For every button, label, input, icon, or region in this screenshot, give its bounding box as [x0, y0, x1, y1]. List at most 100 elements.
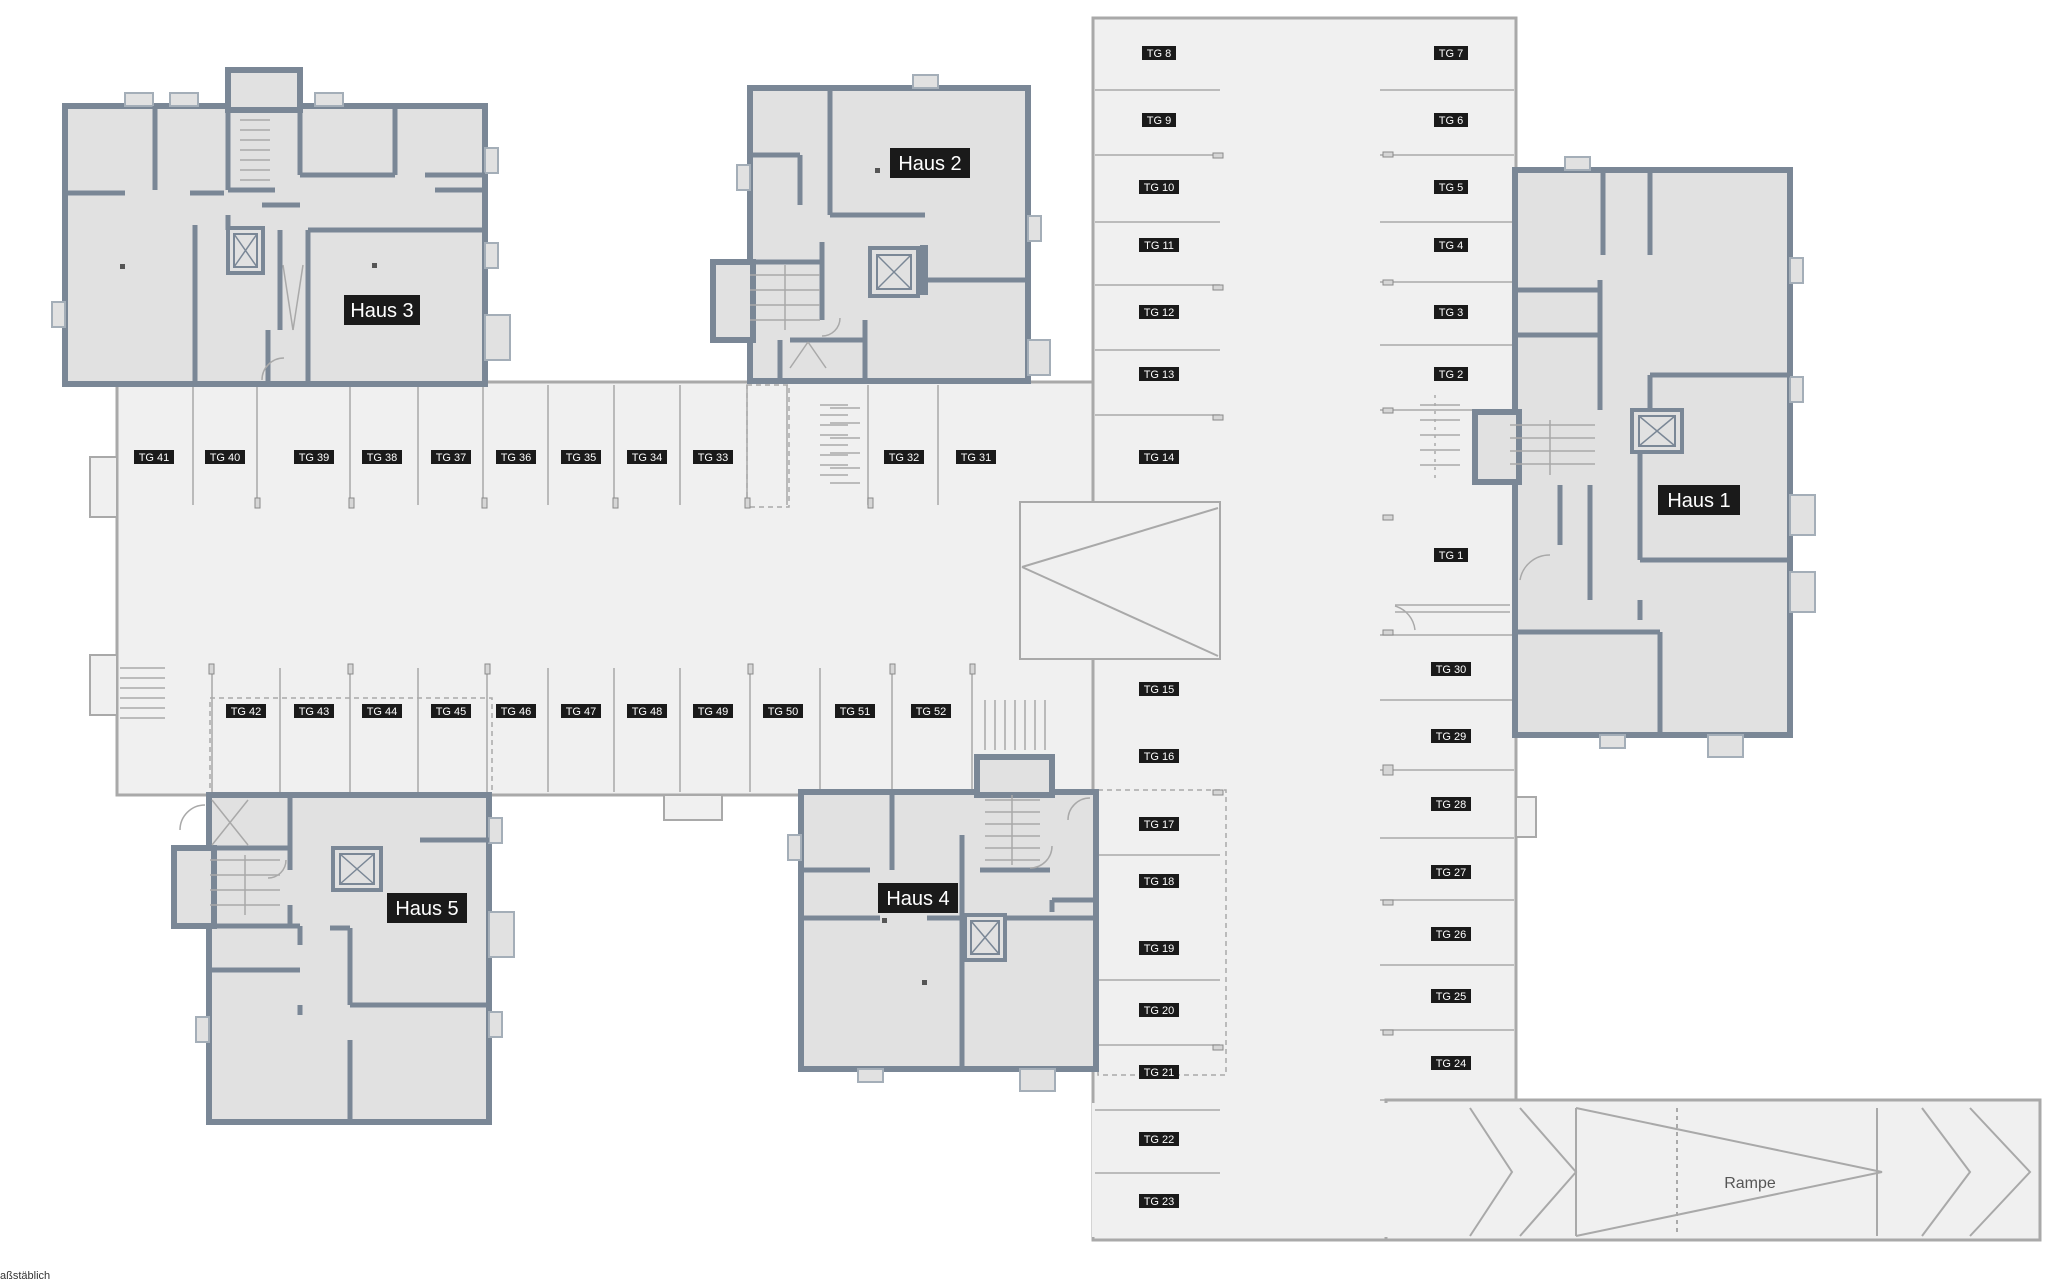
svg-text:TG 42: TG 42	[231, 706, 262, 718]
haus-1-label: Haus 1	[1667, 490, 1730, 512]
svg-text:TG 15: TG 15	[1144, 684, 1175, 696]
parking-label: TG 27	[1431, 865, 1471, 879]
parking-label: TG 3	[1434, 305, 1468, 319]
svg-text:TG 46: TG 46	[501, 706, 532, 718]
svg-text:TG 51: TG 51	[840, 706, 871, 718]
haus-3-label: Haus 3	[350, 300, 413, 322]
haus-5-label: Haus 5	[395, 898, 458, 920]
svg-text:TG 19: TG 19	[1144, 943, 1175, 955]
parking-label: TG 10	[1139, 180, 1179, 194]
svg-text:TG 24: TG 24	[1436, 1058, 1467, 1070]
haus-2: Haus 2	[710, 74, 1051, 484]
svg-text:TG 6: TG 6	[1439, 115, 1463, 127]
stall-dividers	[192, 89, 1514, 1174]
svg-text:TG 38: TG 38	[367, 452, 398, 464]
parking-label: TG 35	[561, 450, 601, 464]
svg-text:TG 31: TG 31	[961, 452, 992, 464]
parking-label: TG 50	[763, 704, 803, 718]
svg-text:TG 18: TG 18	[1144, 876, 1175, 888]
svg-text:TG 45: TG 45	[436, 706, 467, 718]
svg-text:TG 36: TG 36	[501, 452, 532, 464]
svg-text:TG 14: TG 14	[1144, 452, 1175, 464]
svg-text:TG 50: TG 50	[768, 706, 799, 718]
svg-text:TG 16: TG 16	[1144, 751, 1175, 763]
parking-label: TG 22	[1139, 1132, 1179, 1146]
svg-text:TG 23: TG 23	[1144, 1196, 1175, 1208]
parking-label: TG 41	[134, 450, 174, 464]
svg-text:TG 17: TG 17	[1144, 819, 1175, 831]
svg-text:TG 13: TG 13	[1144, 369, 1175, 381]
svg-text:TG 26: TG 26	[1436, 929, 1467, 941]
svg-text:TG 10: TG 10	[1144, 182, 1175, 194]
svg-text:TG 29: TG 29	[1436, 731, 1467, 743]
parking-label: TG 32	[884, 450, 924, 464]
svg-text:TG 43: TG 43	[299, 706, 330, 718]
svg-text:TG 2: TG 2	[1439, 369, 1463, 381]
parking-label: TG 26	[1431, 927, 1471, 941]
svg-text:TG 39: TG 39	[299, 452, 330, 464]
parking-label: TG 5	[1434, 180, 1468, 194]
parking-label: TG 14	[1139, 450, 1179, 464]
svg-text:TG 27: TG 27	[1436, 867, 1467, 879]
parking-label: TG 4	[1434, 238, 1468, 252]
svg-text:TG 35: TG 35	[566, 452, 597, 464]
svg-text:TG 52: TG 52	[916, 706, 947, 718]
svg-text:TG 7: TG 7	[1439, 48, 1463, 60]
svg-text:TG 28: TG 28	[1436, 799, 1467, 811]
footnote: aßstäblich	[0, 1270, 51, 1282]
haus-4: Haus 4	[787, 754, 1099, 1092]
parking-label: TG 19	[1139, 941, 1179, 955]
parking-label: TG 33	[693, 450, 733, 464]
parking-label: TG 1	[1434, 548, 1468, 562]
svg-text:TG 1: TG 1	[1439, 550, 1463, 562]
parking-label: TG 38	[362, 450, 402, 464]
parking-label: TG 24	[1431, 1056, 1471, 1070]
haus-2-label: Haus 2	[898, 153, 961, 175]
parking-label: TG 31	[956, 450, 996, 464]
garage-horizontal-wing	[115, 380, 1095, 797]
parking-label: TG 15	[1139, 682, 1179, 696]
svg-text:TG 33: TG 33	[698, 452, 729, 464]
parking-label: TG 42	[226, 704, 266, 718]
parking-label: TG 45	[431, 704, 471, 718]
parking-label: TG 46	[496, 704, 536, 718]
parking-label: TG 16	[1139, 749, 1179, 763]
svg-text:TG 25: TG 25	[1436, 991, 1467, 1003]
svg-text:TG 47: TG 47	[566, 706, 597, 718]
svg-text:TG 44: TG 44	[367, 706, 398, 718]
svg-text:TG 37: TG 37	[436, 452, 467, 464]
svg-text:TG 48: TG 48	[632, 706, 663, 718]
parking-label: TG 9	[1142, 113, 1176, 127]
parking-label: TG 29	[1431, 729, 1471, 743]
parking-label: TG 47	[561, 704, 601, 718]
svg-text:TG 21: TG 21	[1144, 1067, 1175, 1079]
svg-text:TG 32: TG 32	[889, 452, 920, 464]
svg-text:TG 8: TG 8	[1147, 48, 1171, 60]
parking-label: TG 6	[1434, 113, 1468, 127]
parking-label: TG 2	[1434, 367, 1468, 381]
haus-4-label: Haus 4	[886, 888, 949, 910]
parking-label: TG 43	[294, 704, 334, 718]
parking-label: TG 18	[1139, 874, 1179, 888]
ramp-label: Rampe	[1724, 1175, 1776, 1192]
svg-text:TG 12: TG 12	[1144, 307, 1175, 319]
svg-text:TG 9: TG 9	[1147, 115, 1171, 127]
parking-label: TG 13	[1139, 367, 1179, 381]
parking-label: TG 36	[496, 450, 536, 464]
svg-text:TG 3: TG 3	[1439, 307, 1463, 319]
haus-3: Haus 3	[51, 67, 511, 387]
parking-label: TG 12	[1139, 305, 1179, 319]
parking-label: TG 51	[835, 704, 875, 718]
haus-1: Haus 1	[1394, 156, 1816, 758]
svg-text:TG 4: TG 4	[1439, 240, 1463, 252]
svg-text:TG 30: TG 30	[1436, 664, 1467, 676]
svg-text:TG 49: TG 49	[698, 706, 729, 718]
parking-label: TG 44	[362, 704, 402, 718]
svg-text:TG 40: TG 40	[210, 452, 241, 464]
parking-label: TG 23	[1139, 1194, 1179, 1208]
parking-label: TG 34	[627, 450, 667, 464]
parking-label: TG 37	[431, 450, 471, 464]
parking-label: TG 7	[1434, 46, 1468, 60]
parking-label: TG 20	[1139, 1003, 1179, 1017]
